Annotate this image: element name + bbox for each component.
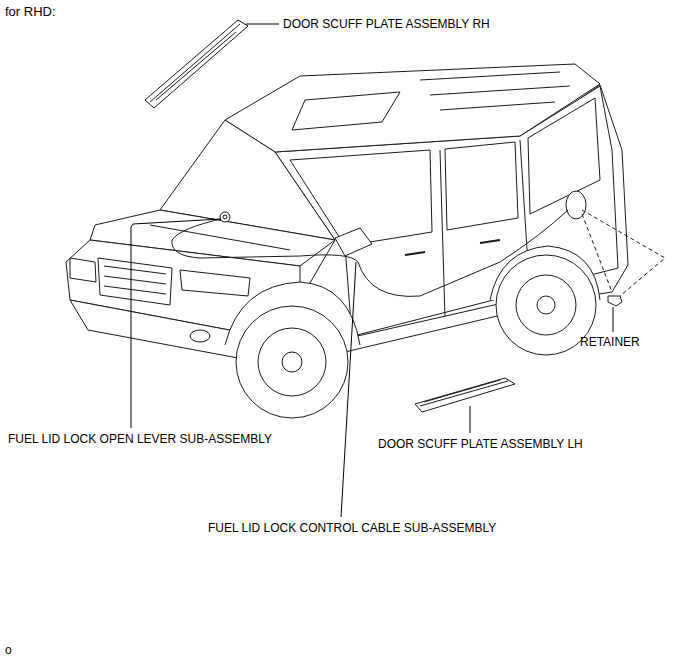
vehicle-body-shape (335, 228, 372, 256)
vehicle-body-shape (104, 266, 166, 294)
part-label: FUEL LID LOCK OPEN LEVER SUB-ASSEMBLY (8, 432, 272, 446)
vehicle-body-shape (528, 98, 600, 214)
leader-lines-shape (613, 307, 614, 332)
retainer-part (608, 296, 622, 306)
diagram-title: for RHD: (5, 4, 56, 19)
leader-lines-shape (341, 262, 356, 517)
fuel-lid-cable (172, 210, 568, 296)
part-label: FUEL LID LOCK CONTROL CABLE SUB-ASSEMBLY (208, 521, 496, 535)
vehicle-body-shape (70, 258, 96, 282)
door-scuff-plate-lh (415, 378, 515, 412)
leader-lines-shape (131, 219, 221, 428)
vehicle-body-shape (292, 92, 400, 130)
vehicle-body-shape (516, 275, 576, 335)
vehicle-body-shape (70, 300, 240, 358)
fuel-lid-open-lever (220, 212, 230, 222)
door-scuff-plate-rh-shape (150, 24, 240, 102)
fuel-lid-open-lever-shape (223, 215, 227, 219)
door-scuff-plate-lh-shape (415, 378, 515, 412)
fuel-lid-cable-shape (172, 210, 568, 296)
vehicle-body-shape (566, 191, 586, 219)
vehicle-body-shape (405, 240, 500, 255)
vehicle-body-shape (180, 270, 250, 296)
vehicle-body-shape (190, 330, 210, 342)
vehicle-body-shape (258, 328, 326, 396)
retainer-dashed-lines-shape (582, 214, 612, 292)
retainer-dashed-lines (582, 210, 665, 296)
vehicle-body-shape (445, 142, 518, 230)
vehicle-body-shape (98, 258, 172, 305)
vehicle-body-shape (537, 296, 555, 314)
retainer-part-shape (608, 296, 622, 306)
retainer-dashed-lines-shape (582, 210, 665, 296)
vehicle-body-shape (236, 306, 348, 418)
fuel-lid-open-lever-shape (220, 212, 230, 222)
vehicle-body-shape (420, 72, 570, 110)
door-scuff-plate-rh (145, 20, 248, 108)
leader-lines-shape (470, 406, 471, 433)
vehicle-body-shape (150, 225, 290, 250)
part-label: o (5, 643, 12, 657)
door-scuff-plate-lh-shape (420, 380, 508, 406)
part-label: DOOR SCUFF PLATE ASSEMBLY RH (283, 17, 490, 31)
part-label: RETAINER (580, 335, 640, 349)
vehicle-body-shape (282, 352, 302, 372)
door-scuff-plate-rh-shape (145, 20, 248, 108)
leader-lines-shape (246, 24, 279, 25)
part-label: DOOR SCUFF PLATE ASSEMBLY LH (378, 437, 583, 451)
vehicle-body (66, 64, 628, 418)
